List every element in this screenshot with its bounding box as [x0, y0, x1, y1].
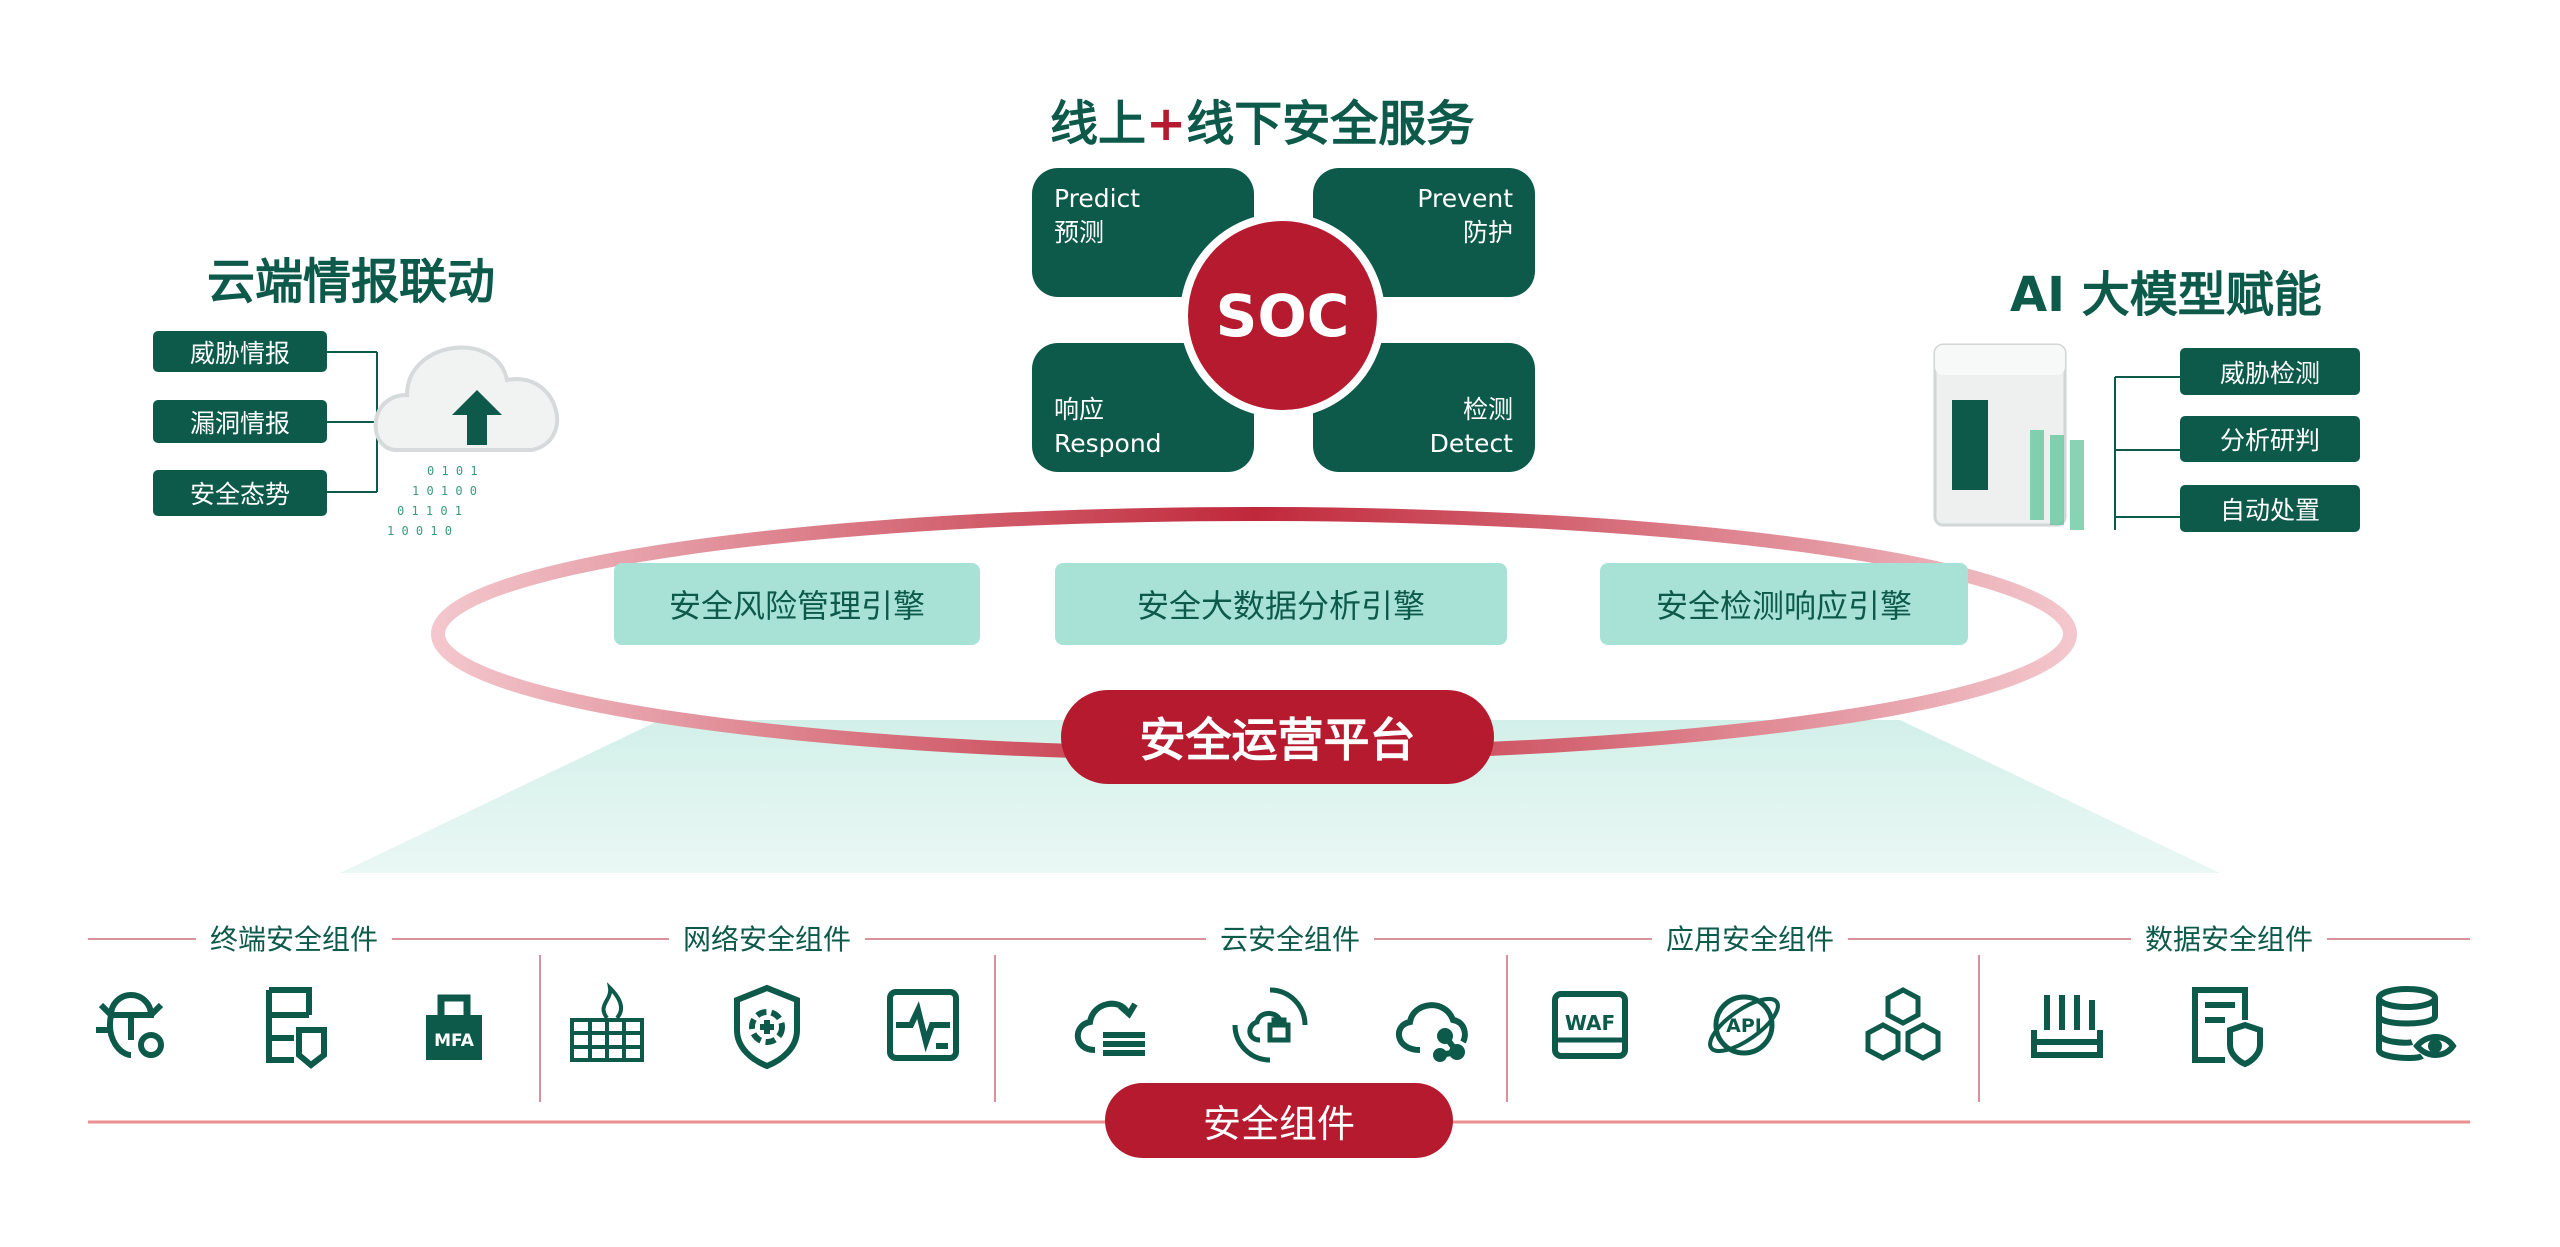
waf-text: WAF: [1565, 1011, 1615, 1035]
ai-tag: 威胁检测: [2180, 348, 2360, 395]
quadrant-zh: 检测: [1462, 395, 1513, 424]
cloud-intel-title: 云端情报联动: [207, 254, 496, 310]
server-icon: [1933, 343, 2180, 530]
cloud-sync-icon: [1065, 980, 1155, 1070]
category-data: 数据安全组件: [2130, 918, 2328, 958]
category-cloud: 云安全组件: [1205, 918, 1375, 958]
quadrant-en: Predict: [1054, 184, 1141, 213]
services-title: 线上+线下安全服务: [1050, 84, 1474, 154]
document-shield-icon: [2180, 980, 2270, 1070]
quadrant-en: Respond: [1054, 429, 1162, 458]
firewall-icon: [562, 980, 652, 1070]
mfa-text: MFA: [434, 1031, 475, 1051]
divider: [994, 955, 996, 1102]
svg-text:0 1 1 0 1: 0 1 1 0 1: [397, 504, 462, 518]
quadrant-en: Detect: [1429, 429, 1513, 458]
engine-detect-response: 安全检测响应引擎: [1600, 563, 1968, 645]
server-shield-icon: [249, 980, 339, 1070]
intel-tag: 威胁情报: [153, 331, 327, 372]
category-application: 应用安全组件: [1651, 918, 1849, 958]
divider: [1506, 955, 1508, 1102]
ai-tag: 自动处置: [2180, 485, 2360, 532]
quadrant-zh: 响应: [1054, 395, 1105, 424]
api-icon: API: [1699, 980, 1789, 1070]
waf-icon: WAF: [1545, 980, 1635, 1070]
cloud-lock-icon: [1225, 980, 1315, 1070]
cloud-share-icon: [1385, 980, 1475, 1070]
quadrant-zh: 防护: [1462, 218, 1513, 247]
svg-text:0 1 0 1: 0 1 0 1: [427, 464, 478, 478]
mfa-lock-icon: MFA: [409, 980, 499, 1070]
ai-title: AI 大模型赋能: [2010, 267, 2322, 323]
title-part: 线上: [1050, 96, 1147, 152]
database-bars-icon: [2022, 980, 2112, 1070]
plus-sign: +: [1146, 96, 1187, 152]
monitor-pulse-icon: [878, 980, 968, 1070]
quadrant-en: Prevent: [1417, 184, 1513, 213]
security-components-pill: 安全组件: [1105, 1083, 1453, 1158]
platform-pill: 安全运营平台: [1061, 690, 1494, 784]
database-eye-icon: [2367, 980, 2457, 1070]
quadrant-zh: 预测: [1054, 218, 1105, 247]
shield-target-icon: [722, 980, 812, 1070]
svg-text:1 0 0 1 0: 1 0 0 1 0: [387, 524, 452, 538]
intel-tag: 漏洞情报: [153, 400, 327, 443]
category-endpoint: 终端安全组件: [195, 918, 393, 958]
divider: [1978, 955, 1980, 1102]
category-network: 网络安全组件: [668, 918, 866, 958]
engine-bigdata: 安全大数据分析引擎: [1055, 563, 1507, 645]
cloud-upload-icon: 0 1 0 1 1 0 1 0 0 0 1 1 0 1 1 0 0 1 0: [327, 345, 559, 538]
intel-tag: 安全态势: [153, 470, 327, 516]
engine-risk: 安全风险管理引擎: [614, 563, 980, 645]
title-part: 线下安全服务: [1186, 96, 1475, 152]
divider: [539, 955, 541, 1102]
ai-tag: 分析研判: [2180, 416, 2360, 462]
soc-circle: SOC: [1180, 213, 1385, 418]
cubes-icon: [1858, 980, 1948, 1070]
quadrant-predict: Predict 预测: [1032, 168, 1254, 297]
svg-text:1 0 1 0 0: 1 0 1 0 0: [412, 484, 477, 498]
bug-gear-icon: [86, 980, 176, 1070]
api-text: API: [1726, 1015, 1762, 1037]
